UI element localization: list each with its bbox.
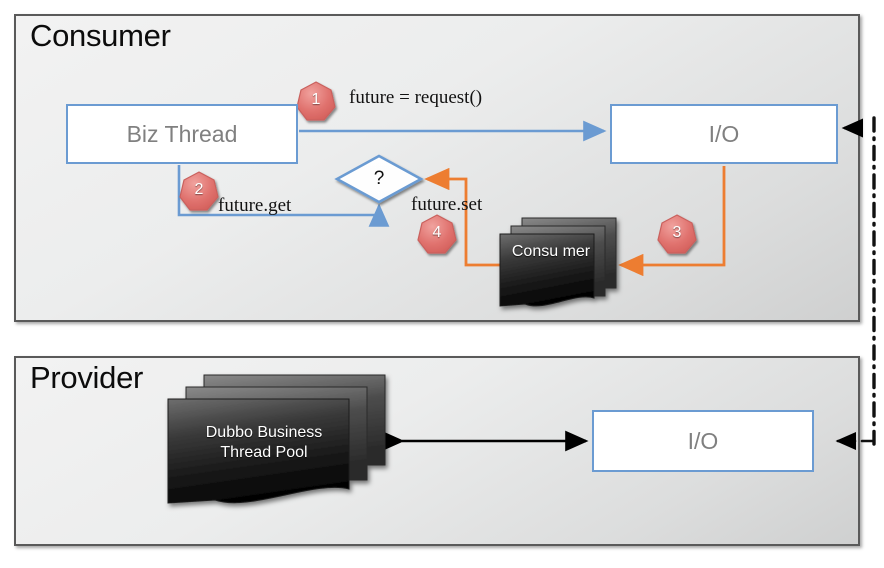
decision-node[interactable]: ? [337,156,421,202]
consumer-io-box[interactable]: I/O [610,104,838,164]
dubbo-thread-pool-label: Dubbo Business Thread Pool [205,424,323,461]
label-future-set: future.set [411,194,483,215]
decision-label: ? [373,168,385,189]
consumer-io-label: I/O [708,120,740,147]
step-badge-3: 3 [659,215,695,251]
consumer-thread-stack[interactable]: Consu mer [500,216,616,312]
step-badge-2-number: 2 [194,181,204,198]
consumer-panel-title: Consumer [30,18,171,53]
consumer-panel: Consumer [14,14,860,322]
step-badge-2: 2 [181,172,217,208]
biz-thread-box[interactable]: Biz Thread [66,104,298,164]
dubbo-thread-pool-stack[interactable]: Dubbo Business Thread Pool [165,377,385,515]
label-future-get: future.get [218,195,292,216]
step-badge-4: 4 [419,215,455,251]
step-badge-3-number: 3 [672,224,682,241]
consumer-stack-label: Consu mer [511,243,591,260]
label-future-request: future = request() [349,87,483,108]
step-badge-1-number: 1 [311,91,321,108]
biz-thread-label: Biz Thread [126,120,238,147]
provider-io-box[interactable]: I/O [592,410,814,472]
provider-panel-title: Provider [30,360,144,395]
step-badge-4-number: 4 [432,224,442,241]
step-badge-1: 1 [298,82,334,118]
provider-io-label: I/O [687,427,719,454]
